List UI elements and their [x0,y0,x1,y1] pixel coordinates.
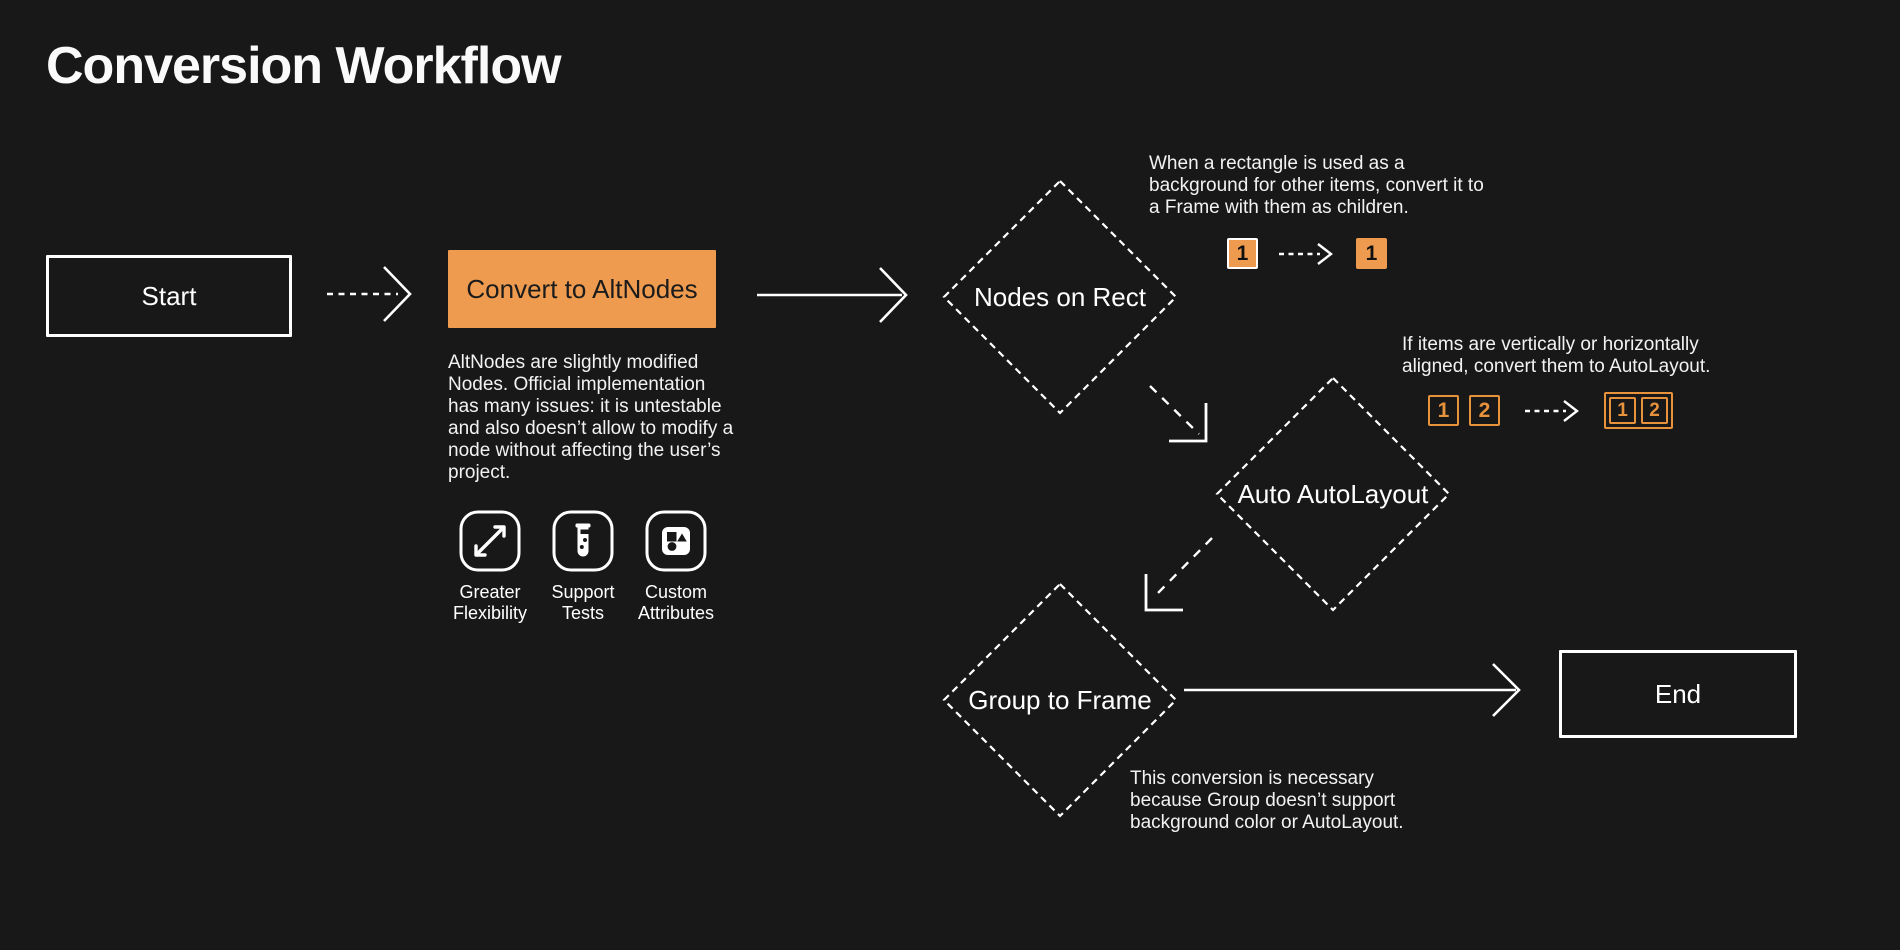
node-group-to-frame[interactable]: Group to Frame [942,582,1178,818]
item-chip-2[interactable]: 2 [1469,395,1500,426]
feature-label: Greater Flexibility [452,582,527,623]
node-nodes-on-rect-label: Nodes on Rect [974,281,1146,312]
expand-diagonal-icon [459,510,521,572]
node-nodes-on-rect[interactable]: Nodes on Rect [942,179,1178,415]
arrow-start-to-convert [327,266,412,322]
item-chip-1: 1 [1609,397,1636,424]
node-end-label: End [1654,678,1702,709]
group-note-text: This conversion is necessary because Gro… [1130,768,1404,833]
feature-greater-flexibility[interactable]: Greater Flexibility [448,510,532,624]
autolayout-group-chip[interactable]: 1 2 [1604,392,1673,429]
altnodes-description: AltNodes are slightly modified Nodes. Of… [448,352,734,483]
node-start[interactable]: Start [46,255,292,337]
page-title: Conversion Workflow [46,37,562,95]
feature-label: Custom Attributes [637,582,715,623]
feature-label: Support Tests [551,582,615,623]
node-group-to-frame-label: Group to Frame [968,684,1152,715]
rect-note-illustration: 1 1 [1227,238,1387,269]
test-tube-icon [552,510,614,572]
diamond-outline [1215,376,1451,612]
item-chip-2: 2 [1641,397,1668,424]
node-auto-autolayout[interactable]: Auto AutoLayout [1215,376,1451,612]
frame-chip-after[interactable]: 1 [1356,238,1387,269]
node-start-label: Start [141,280,197,311]
dashed-arrow-icon [1525,399,1579,422]
rect-note-text: When a rectangle is used as a background… [1149,153,1484,218]
feature-support-tests[interactable]: Support Tests [541,510,625,624]
shapes-icon [645,510,707,572]
rect-chip-before[interactable]: 1 [1227,238,1258,269]
feature-custom-attributes[interactable]: Custom Attributes [634,510,718,624]
diamond-outline [942,179,1178,415]
diamond-outline [942,582,1178,818]
autolayout-note-text: If items are vertically or horizontally … [1402,334,1711,377]
item-chip-1[interactable]: 1 [1428,395,1459,426]
dashed-arrow-icon [1279,242,1333,265]
node-convert-to-altnodes[interactable]: Convert to AltNodes [448,250,716,328]
node-end[interactable]: End [1559,650,1797,738]
autolayout-note-illustration: 1 2 1 2 [1428,392,1673,429]
feature-list: Greater Flexibility Support Tests Custo [448,510,718,624]
node-convert-label: Convert to AltNodes [466,273,698,304]
arrow-group-to-frame-to-end [1184,663,1521,717]
node-auto-autolayout-label: Auto AutoLayout [1237,478,1429,509]
arrow-convert-to-nodes-on-rect [757,267,908,323]
